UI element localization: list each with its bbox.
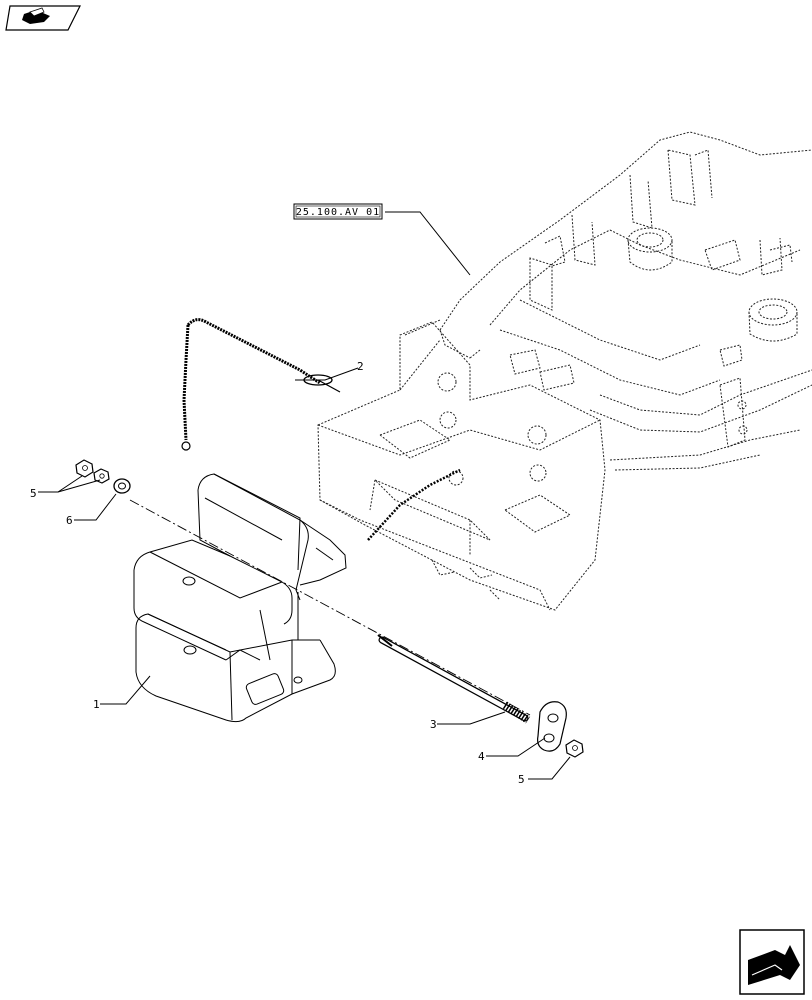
callout-6: 6 [66, 514, 73, 527]
callout-4: 4 [478, 750, 485, 763]
washer [113, 478, 131, 494]
weight-carrier [317, 319, 606, 611]
nut-upper-left [75, 459, 94, 478]
callout-leaders [38, 211, 571, 780]
assembly-axis-line [129, 499, 531, 716]
callout-5-upper: 5 [30, 487, 37, 500]
long-bolt [377, 634, 531, 724]
next-page-arrow-icon[interactable] [739, 929, 805, 995]
callout-2: 2 [357, 360, 364, 373]
nut-lower [565, 739, 584, 758]
chain-cable [181, 318, 461, 541]
callout-3: 3 [430, 718, 437, 731]
reference-box[interactable]: 25.100.AV 01 [293, 203, 383, 220]
callout-1: 1 [93, 698, 100, 711]
front-frame [439, 131, 812, 471]
ballast-weight [133, 473, 347, 723]
nut-upper-right [93, 468, 110, 484]
plate [537, 701, 567, 752]
callout-5-lower: 5 [518, 773, 525, 786]
reference-label: 25.100.AV 01 [296, 207, 380, 218]
navigation-badge-icon[interactable] [5, 5, 81, 31]
